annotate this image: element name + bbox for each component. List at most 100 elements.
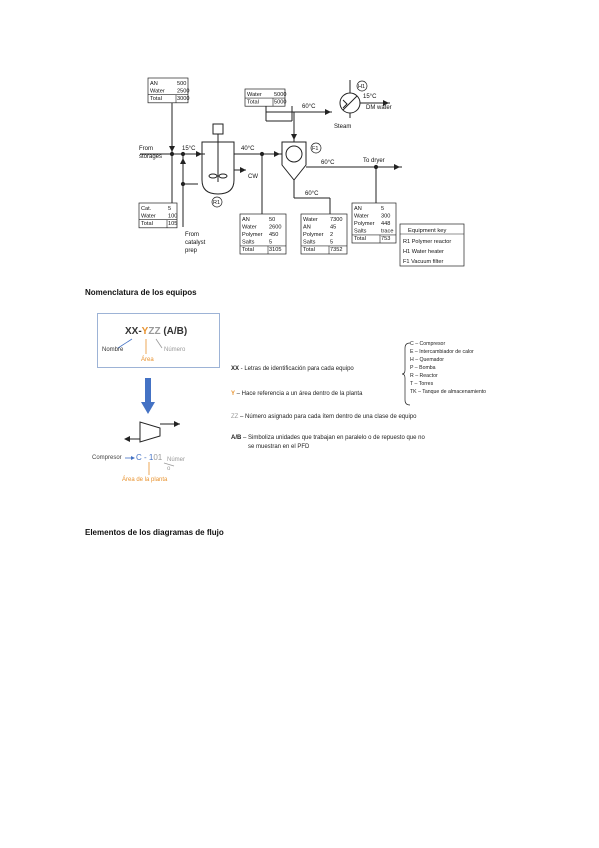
pfd-box-box_out1 [239, 213, 287, 255]
pfd-box-value: 5 [269, 240, 272, 246]
def-y-key: Y [231, 391, 236, 397]
label-from-catalyst-2: catalyst [185, 240, 206, 246]
equipment-key-item: H1 Water heater [403, 249, 444, 255]
label-numero-split: Númer o [167, 456, 185, 474]
def-xx-key: XX [231, 366, 240, 372]
pfd-box-value: 5000 [274, 99, 286, 105]
label-from-storages-1: From [139, 146, 153, 152]
down-arrow-icon [141, 378, 155, 414]
code-zz: ZZ [148, 326, 161, 337]
example-prefix: Compresor [92, 455, 122, 461]
example-code-c: C - 1 [136, 453, 154, 462]
label-h1: H1 [358, 84, 365, 90]
pfd-box-label: Water [242, 224, 257, 230]
label-temp-60c-low: 60°C [305, 191, 319, 197]
pfd-box-value: 105 [168, 221, 177, 227]
def-y-text: – Hace referencia a un área dentro de la… [235, 391, 363, 397]
pfd-box-label: Water [354, 213, 369, 219]
pfd-box-value: 753 [381, 236, 390, 242]
code-y: Y [141, 326, 149, 337]
pfd-box-label: Total [141, 221, 153, 227]
pfd-box-value: 45 [330, 224, 336, 230]
def-ab-text-1: – Simboliza unidades que trabajan en par… [241, 435, 425, 441]
pfd-box-value: 5 [381, 206, 384, 212]
equipment-key-title: Equipment key [408, 228, 446, 234]
pfd-box-box_top_left [147, 77, 189, 104]
pfd-box-value: 2 [330, 232, 333, 238]
label-cw: CW [248, 174, 258, 180]
pfd-box-label: Water [247, 92, 262, 98]
pfd-box-value: 450 [269, 232, 278, 238]
pfd-box-value: 448 [381, 221, 390, 227]
def-zz-key: ZZ [231, 414, 239, 420]
label-from-storages-2: storages [139, 154, 162, 160]
pfd-box-value: 50 [269, 217, 275, 223]
def-zz-text: – Número asignado para cada ítem dentro … [238, 414, 417, 420]
pfd-box-label: Total [242, 247, 254, 253]
pfd-box-box_top_water [244, 88, 286, 107]
pfd-box-label: AN [150, 81, 158, 87]
label-temp-15c-left: 15°C [182, 146, 196, 152]
pfd-box-label: Water [150, 88, 165, 94]
def-ab-key: A/B [231, 435, 242, 441]
pfd-box-label: Salts [354, 229, 367, 235]
def-ab: A/B – Simboliza unidades que trabajan en… [231, 435, 425, 441]
pfd-box-value: trace [381, 229, 393, 235]
pfd-box-label: Salts [242, 240, 255, 246]
code-item: T – Torres [410, 381, 434, 387]
label-numero-split-1: Númer [167, 457, 186, 463]
label-from-catalyst-3: prep [185, 248, 198, 254]
pfd-box-label: Total [303, 247, 315, 253]
pfd-box-label: Water [141, 213, 156, 219]
example-arrow [125, 456, 135, 460]
code-item: TK – Tanque de almacenamiento [410, 389, 487, 395]
pfd-box-label: Total [354, 236, 366, 242]
def-y: Y – Hace referencia a un área dentro de … [231, 391, 362, 397]
def-xx: XX - Letras de identificación para cada … [231, 366, 354, 372]
pfd-box-label: Polymer [303, 232, 324, 238]
label-f1: F1 [312, 146, 318, 152]
label-steam: Steam [334, 124, 351, 130]
example-row: Compresor [92, 455, 122, 461]
pfd-box-label: Polymer [242, 232, 263, 238]
pfd-box-value: 5000 [274, 92, 286, 98]
pfd-box-box_out3 [351, 202, 397, 244]
pfd-box-value: 5 [330, 240, 333, 246]
label-temp-60c-top: 60°C [302, 104, 316, 110]
label-temp-40c: 40°C [241, 146, 255, 152]
label-nombre: Nombre [102, 347, 124, 353]
pfd-box-box_cat [138, 202, 178, 229]
example-code: C - 101 [136, 453, 162, 462]
pfd-box-value: 500 [177, 81, 186, 87]
def-ab-line2: se muestran en el PFD [248, 444, 310, 450]
label-area: Área [141, 357, 154, 363]
label-r1: R1 [213, 200, 220, 206]
pfd-box-value: 3000 [177, 96, 189, 102]
pfd-box-value: 2500 [177, 88, 189, 94]
pfd-box-value: 2600 [269, 224, 281, 230]
pfd-box-label: Polymer [354, 221, 375, 227]
equipment-key-item: F1 Vacuum filter [403, 259, 443, 265]
example-branch-arrows [148, 462, 175, 475]
codes-bracket [402, 342, 411, 406]
code-xx: XX- [125, 326, 142, 337]
label-numero-split-2: o [167, 466, 171, 472]
pfd-box-label: Salts [303, 240, 316, 246]
pfd-box-value: 5 [168, 206, 171, 212]
equipment-key-box [399, 223, 465, 267]
compressor-icon [124, 421, 180, 443]
pfd-box-label: Water [303, 217, 318, 223]
code-box: XX-YZZ (A/B) Nombre Número Área [97, 313, 220, 368]
pfd-box-label: AN [242, 217, 250, 223]
def-xx-text: - Letras de identificación para cada equ… [239, 366, 354, 372]
label-temp-15c-right: 15°C [363, 94, 377, 100]
pfd-box-label: Total [150, 96, 162, 102]
code-item: C – Compresor [410, 341, 446, 347]
code-item: H – Quemador [410, 357, 445, 363]
label-from-catalyst-1: From [185, 232, 199, 238]
pfd-box-box_out2 [300, 213, 348, 255]
code-box-arrows [117, 338, 163, 354]
